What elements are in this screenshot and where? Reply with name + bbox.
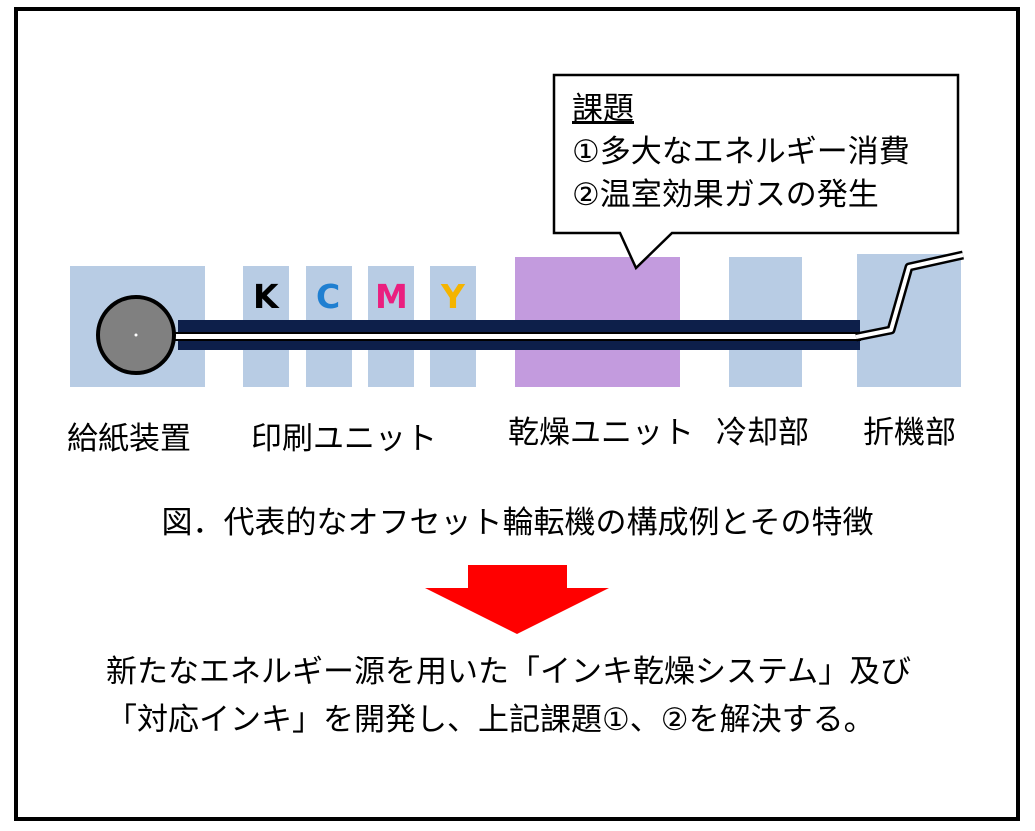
printing-unit-label: 印刷ユニット — [251, 421, 437, 457]
cooling-label: 冷却部 — [716, 415, 809, 451]
figure-caption: 図．代表的なオフセット輪転機の構成例とその特徴 — [161, 505, 874, 541]
issue-callout-bubble — [552, 73, 960, 271]
solution-text: 新たなエネルギー源を用いた「インキ乾燥システム」及び 「対応インキ」を開発し、上… — [106, 648, 911, 744]
callout-issue-1: ①多大なエネルギー消費 — [572, 134, 910, 170]
folding-label: 折機部 — [863, 415, 956, 451]
ink-m-label: M — [375, 277, 408, 316]
ink-k-label: K — [253, 277, 279, 316]
drying-unit-label: 乾燥ユニット — [508, 415, 694, 451]
feeder-label: 給紙装置 — [67, 421, 191, 457]
solution-line-2: 「対応インキ」を開発し、上記課題①、②を解決する。 — [106, 702, 875, 738]
ink-y-label: Y — [441, 277, 465, 316]
callout-title: 課題 — [572, 91, 634, 127]
down-arrow — [425, 565, 609, 634]
ink-c-label: C — [316, 277, 341, 316]
issue-callout: 課題 ①多大なエネルギー消費 ②温室効果ガスの発生 — [572, 88, 910, 217]
solution-line-1: 新たなエネルギー源を用いた「インキ乾燥システム」及び — [106, 654, 912, 690]
paper-web — [159, 332, 861, 341]
callout-issue-2: ②温室効果ガスの発生 — [572, 177, 879, 213]
